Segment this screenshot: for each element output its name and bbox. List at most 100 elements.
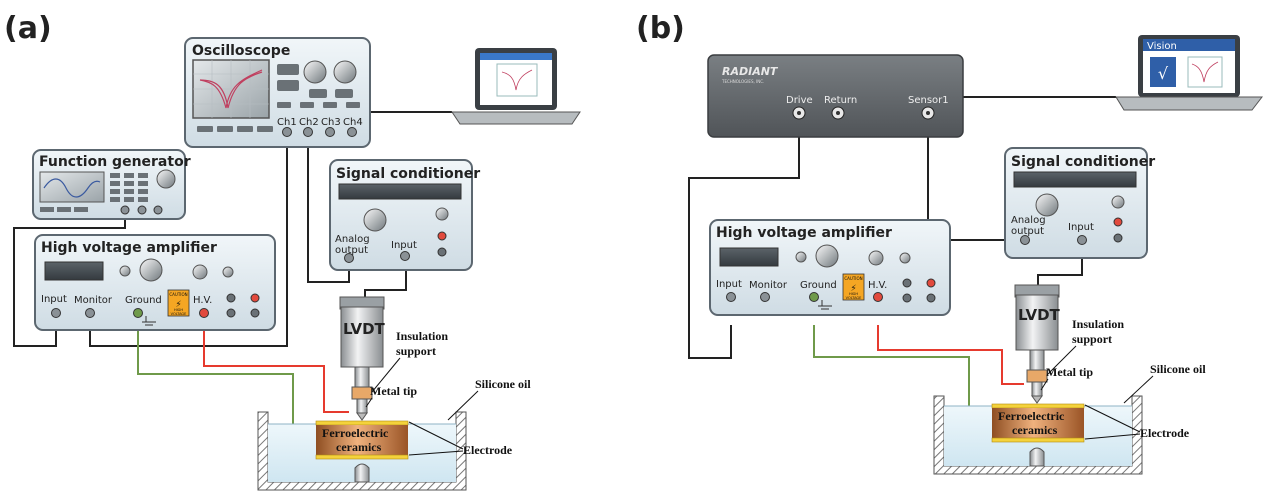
hv-a-hv-connector bbox=[199, 308, 209, 318]
hv-b-hv-connector bbox=[873, 292, 883, 302]
signal-conditioner-b: Signal conditioner Analog output Input bbox=[1004, 147, 1155, 259]
metal-tip-b-label: Metal tip bbox=[1046, 365, 1093, 379]
signal-a-input-connector bbox=[400, 251, 410, 261]
hv-amplifier-b-title: High voltage amplifier bbox=[716, 225, 892, 241]
caution-sign-a: CAUTION ⚡ HIGH VOLTAGE bbox=[167, 289, 190, 317]
caution-sign-b: CAUTION ⚡ HIGH VOLTAGE bbox=[842, 273, 865, 301]
hv-a-input-connector bbox=[51, 308, 61, 318]
hv-amplifier-a: High voltage amplifier Input Monitor Gro… bbox=[34, 234, 276, 331]
lvdt-a-body bbox=[340, 306, 384, 368]
lvdt-assembly-a: LVDT bbox=[257, 296, 467, 491]
ferroelectric-b-label-2: ceramics bbox=[1012, 423, 1058, 437]
insulation-support-b-label-2: support bbox=[1072, 332, 1112, 346]
electrode-top-a bbox=[315, 420, 409, 426]
osc-ch3-connector bbox=[325, 127, 335, 137]
function-generator-title: Function generator bbox=[39, 154, 191, 170]
hv-a-monitor-connector bbox=[85, 308, 95, 318]
signal-b-input-connector bbox=[1077, 235, 1087, 245]
signal-a-analog-output-1: Analog bbox=[335, 234, 370, 245]
insulation-support-a bbox=[351, 386, 373, 400]
electrode-a-label: Electrode bbox=[463, 443, 513, 457]
silicone-oil-a-label: Silicone oil bbox=[475, 377, 531, 391]
wire-drive-input bbox=[688, 113, 800, 359]
signal-conditioner-a-title: Signal conditioner bbox=[336, 166, 480, 182]
electrode-b-label: Electrode bbox=[1140, 426, 1190, 440]
radiant-tester: RADIANT TECHNOLOGIES, INC. Drive Return … bbox=[707, 54, 964, 138]
osc-ch1-label: Ch1 bbox=[277, 117, 297, 128]
lvdt-assembly-b: LVDT bbox=[933, 284, 1143, 475]
hv-b-hv-label: H.V. bbox=[868, 280, 887, 291]
lvdt-b-label: LVDT bbox=[1018, 306, 1061, 324]
panel-b-label: (b) bbox=[636, 11, 685, 46]
hv-b-input-connector bbox=[726, 292, 736, 302]
oscilloscope-title: Oscilloscope bbox=[192, 43, 290, 59]
electrode-bottom-a bbox=[315, 454, 409, 460]
hysteresis-trace bbox=[199, 69, 263, 109]
svg-text:√: √ bbox=[1158, 64, 1169, 83]
svg-text:CAUTION: CAUTION bbox=[169, 292, 187, 297]
fg-output-connector bbox=[120, 205, 130, 215]
wire-hv-tip-b bbox=[877, 325, 1024, 385]
signal-conditioner-b-title: Signal conditioner bbox=[1011, 154, 1155, 170]
osc-ch2-connector bbox=[303, 127, 313, 137]
radiant-brand-sub: TECHNOLOGIES, INC. bbox=[721, 79, 764, 84]
ferroelectric-ceramic-b bbox=[992, 408, 1084, 438]
hv-b-monitor-connector bbox=[760, 292, 770, 302]
hv-b-input-label: Input bbox=[716, 279, 742, 290]
hv-a-ground-connector bbox=[133, 308, 143, 318]
svg-text:HIGH: HIGH bbox=[174, 308, 183, 312]
wire-hv-tip bbox=[203, 313, 349, 413]
electrode-top-b bbox=[991, 403, 1085, 409]
signal-b-input-label: Input bbox=[1068, 222, 1094, 233]
hv-a-hv-label: H.V. bbox=[193, 295, 212, 306]
signal-a-input-label: Input bbox=[391, 240, 417, 251]
hv-a-ground-label: Ground bbox=[125, 295, 162, 306]
panel-a-label: (a) bbox=[4, 11, 52, 46]
wire-lvdt-signal bbox=[364, 258, 407, 297]
metal-tip-a-label: Metal tip bbox=[370, 384, 417, 398]
svg-text:VOLTAGE: VOLTAGE bbox=[846, 296, 862, 300]
electrode-bottom-b bbox=[991, 437, 1085, 443]
signal-b-analog-output-2: output bbox=[1011, 226, 1044, 237]
silicone-oil-b-label: Silicone oil bbox=[1150, 362, 1206, 376]
svg-text:⚡: ⚡ bbox=[175, 300, 181, 310]
hv-a-monitor-label: Monitor bbox=[74, 295, 113, 306]
laptop-b: Vision √ bbox=[1115, 35, 1264, 111]
osc-ch2-label: Ch2 bbox=[299, 117, 319, 128]
signal-b-analog-output-connector bbox=[1020, 235, 1030, 245]
radiant-drive-label: Drive bbox=[786, 95, 813, 106]
insulation-support-a-label-1: Insulation bbox=[396, 329, 448, 343]
insulation-support-b bbox=[1026, 369, 1048, 383]
labels-b: Insulation support Metal tip Silicone oi… bbox=[998, 317, 1206, 440]
radiant-brand: RADIANT bbox=[722, 65, 779, 78]
hv-amplifier-a-title: High voltage amplifier bbox=[41, 240, 217, 256]
radiant-return-label: Return bbox=[824, 95, 857, 106]
osc-ch1-connector bbox=[282, 127, 292, 137]
osc-ch4-label: Ch4 bbox=[343, 117, 363, 128]
lvdt-b-body bbox=[1015, 294, 1059, 351]
hv-b-monitor-label: Monitor bbox=[749, 280, 788, 291]
signal-b-analog-output-1: Analog bbox=[1011, 215, 1046, 226]
signal-a-analog-output-connector bbox=[344, 253, 354, 263]
oscilloscope: Oscilloscope Ch1 Ch2 Ch3 Ch4 bbox=[184, 37, 371, 148]
ferroelectric-a-label-2: ceramics bbox=[336, 440, 382, 454]
radiant-sensor-label: Sensor1 bbox=[908, 95, 949, 106]
svg-text:CAUTION: CAUTION bbox=[844, 276, 862, 281]
insulation-support-b-label-1: Insulation bbox=[1072, 317, 1124, 331]
hv-b-ground-connector bbox=[809, 292, 819, 302]
ferroelectric-a-label-1: Ferroelectric bbox=[322, 426, 389, 440]
signal-a-analog-output-2: output bbox=[335, 245, 368, 256]
svg-text:VOLTAGE: VOLTAGE bbox=[171, 312, 187, 316]
hv-a-input-label: Input bbox=[41, 294, 67, 305]
insulation-support-a-label-2: support bbox=[396, 344, 436, 358]
ferroelectric-b-label-1: Ferroelectric bbox=[998, 409, 1065, 423]
hv-amplifier-b: High voltage amplifier Input Monitor Gro… bbox=[709, 219, 951, 316]
svg-text:HIGH: HIGH bbox=[849, 292, 858, 296]
svg-text:⚡: ⚡ bbox=[850, 284, 856, 294]
vision-title: Vision bbox=[1147, 41, 1177, 52]
function-generator: Function generator bbox=[32, 149, 191, 220]
signal-conditioner-a: Signal conditioner Analog output Input bbox=[329, 159, 480, 271]
osc-ch3-label: Ch3 bbox=[321, 117, 341, 128]
hv-b-ground-label: Ground bbox=[800, 280, 837, 291]
